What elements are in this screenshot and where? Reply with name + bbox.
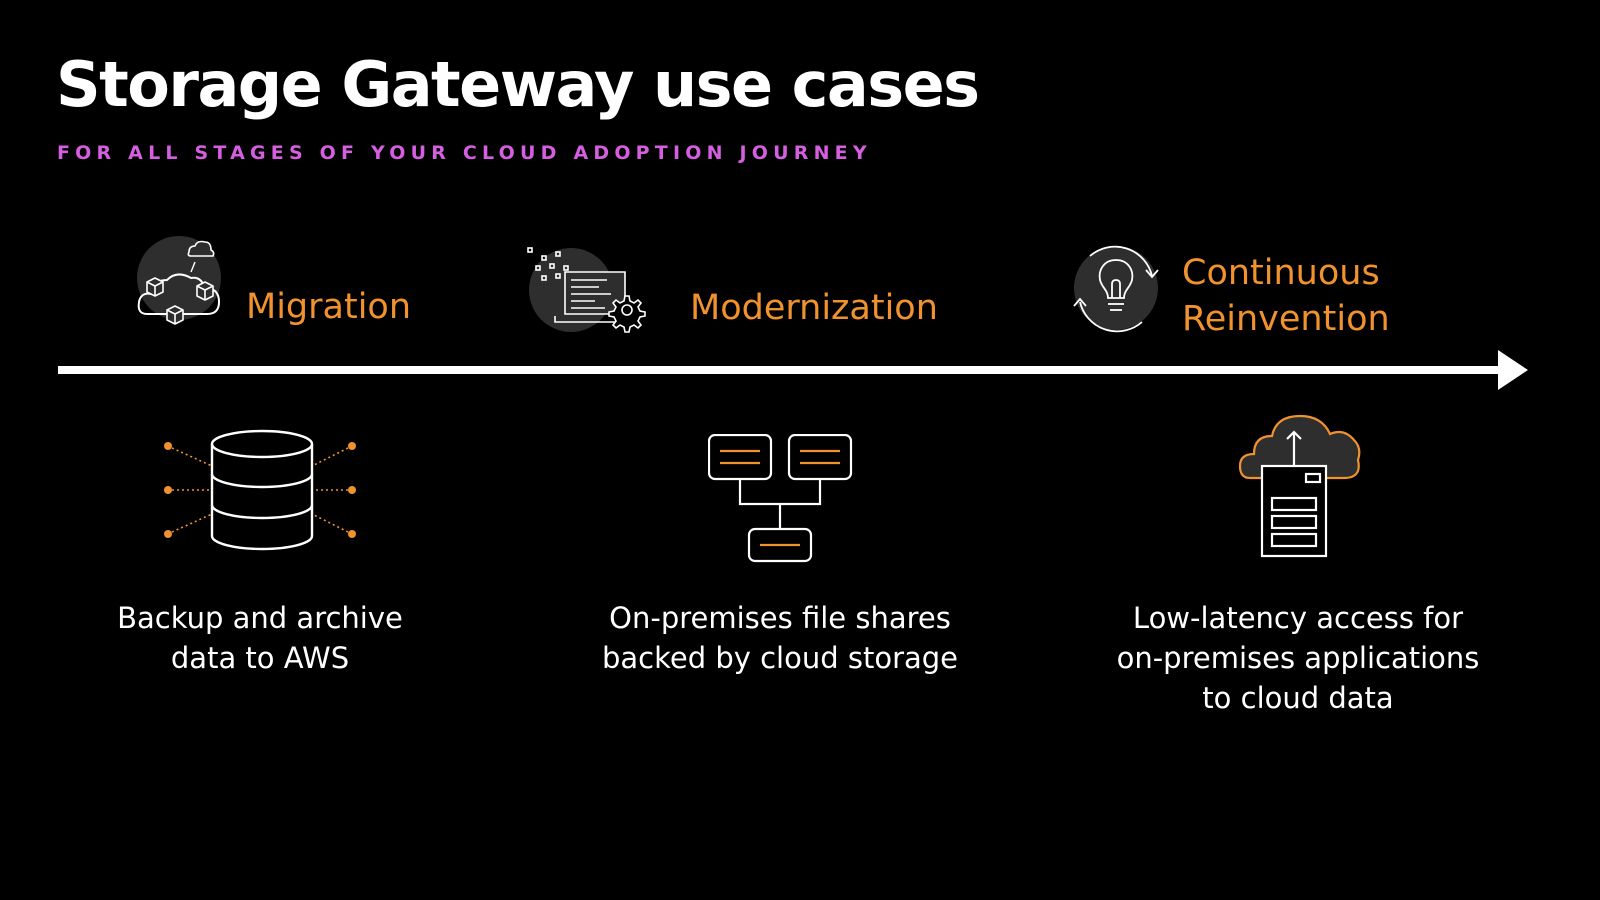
stage-label-modernization: Modernization [690, 288, 938, 328]
timeline-arrow [58, 350, 1528, 390]
code-gear-icon [527, 247, 646, 333]
cloud-migration-icon [137, 236, 221, 325]
database-icon [164, 429, 356, 551]
lightbulb-cycle-icon [1073, 245, 1159, 333]
slide-title: Storage Gateway use cases [56, 48, 980, 121]
usecase-text-file-shares: On-premises file shares backed by cloud … [601, 601, 959, 675]
usecase-text-backup: Backup and archive data to AWS [117, 601, 403, 675]
stage-label-continuous-reinvention: Continuous Reinvention [1182, 253, 1390, 339]
slide-subtitle: FOR ALL STAGES OF YOUR CLOUD ADOPTION JO… [57, 142, 872, 164]
stage-label-migration: Migration [246, 287, 412, 327]
usecase-text-low-latency: Low-latency access for on-premises appli… [1116, 601, 1480, 715]
cloud-server-icon [1238, 414, 1361, 558]
file-share-tree-icon [708, 434, 853, 563]
